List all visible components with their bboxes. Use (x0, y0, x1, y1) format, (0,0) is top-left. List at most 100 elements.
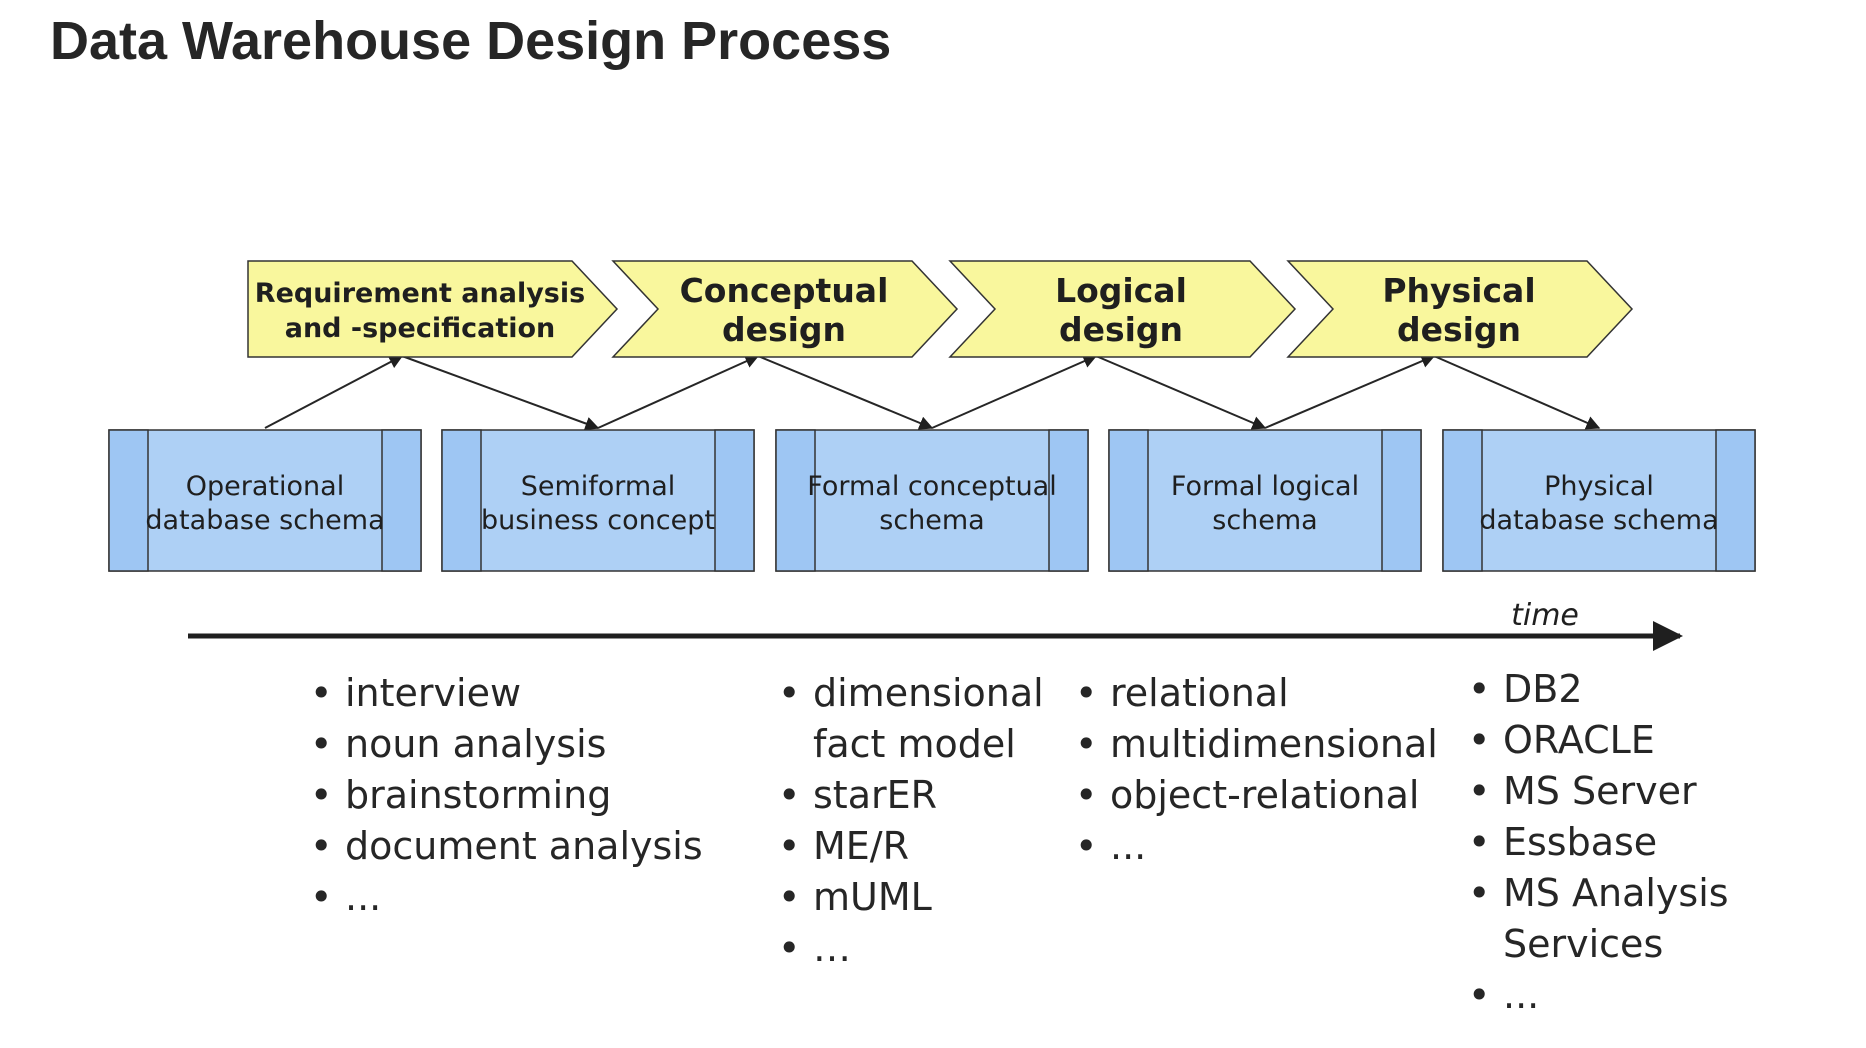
list-item: • object-relational (1075, 770, 1438, 821)
schema-band-left (441, 429, 482, 572)
bullet-icon: • (1075, 773, 1098, 817)
schema-band-left (775, 429, 816, 572)
list-item: •Essbase (1468, 817, 1729, 868)
bullet-icon: • (778, 824, 801, 868)
bullet-icon: • (1075, 671, 1098, 715)
phase-label-line: design (722, 310, 846, 349)
connector-formal-conceptual-to-logical (931, 354, 1098, 429)
schema-box (1108, 429, 1422, 572)
phase-logical-design: Logical design (948, 260, 1297, 358)
bullet-icon: • (1075, 824, 1098, 868)
list-item: •... (1468, 970, 1729, 1021)
schema-formal-logical-schema: Formal logical schema (1108, 429, 1422, 572)
connector-operational-to-requirement (264, 355, 404, 429)
list-item-text: ... (345, 875, 382, 919)
bullet-icon: • (310, 773, 333, 817)
bullet-icon: • (310, 671, 333, 715)
schema-label-line: Formal logical (1171, 471, 1359, 502)
schema-band-right (1715, 429, 1756, 572)
list-item-text: starER (813, 773, 938, 817)
bullet-icon: • (778, 671, 801, 715)
phase-label-line: Conceptual (680, 271, 889, 310)
schema-physical-database-schema: Physical database schema (1442, 429, 1756, 572)
schema-band-right (1381, 429, 1422, 572)
phase-conceptual-design: Conceptual design (611, 260, 959, 358)
schema-band-left (1108, 429, 1149, 572)
schema-band-left (108, 429, 149, 572)
phase-label-line: Physical (1382, 271, 1535, 310)
list-item: • mUML (778, 872, 1044, 923)
list-item-text: noun analysis (345, 722, 607, 766)
list-item-text: multidimensional (1110, 722, 1438, 766)
list-item: • MS Server (1468, 766, 1729, 817)
bullet-icon: • (310, 824, 333, 868)
schema-label-line: Formal conceptual (807, 471, 1056, 502)
schema-formal-conceptual-schema: Formal conceptual schema (775, 429, 1089, 572)
list-item: •ORACLE (1468, 715, 1729, 766)
list-item-text: interview (345, 671, 522, 715)
list-item: • starER (778, 770, 1044, 821)
schema-label-line: schema (879, 505, 984, 536)
bullet-icon: • (778, 926, 801, 970)
list-item-text: dimensional fact model (813, 671, 1044, 766)
schema-band-right (1048, 429, 1089, 572)
bullet-icon: • (1468, 769, 1491, 813)
schema-label-line: database schema (145, 505, 384, 536)
list-item: • dimensional fact model (778, 668, 1044, 770)
phase-label-line: design (1397, 310, 1521, 349)
bullet-icon: • (778, 875, 801, 919)
list-item: •... (310, 872, 703, 923)
list-item: •MS Analysis Services (1468, 868, 1729, 970)
list-item: •multidimensional (1075, 719, 1438, 770)
phase-physical-design: Physical design (1286, 260, 1634, 358)
list-item-text: object-relational (1110, 773, 1420, 817)
list-item-text: ME/R (813, 824, 910, 868)
connector-conceptual-to-formal-conceptual (757, 355, 934, 430)
list-item: •... (1075, 821, 1438, 872)
schema-label-line: business concept (481, 505, 715, 536)
schema-box (108, 429, 422, 572)
bullet-icon: • (1468, 667, 1491, 711)
list-item-text: DB2 (1503, 667, 1583, 711)
list-item-text: ... (1110, 824, 1147, 868)
phase-shape (247, 260, 619, 358)
bullet-icon: • (778, 773, 801, 817)
list-logical-models: •relational•multidimensional•object-rela… (1075, 668, 1438, 872)
schema-box (1442, 429, 1756, 572)
schema-label-line: Operational (186, 471, 344, 502)
list-item-text: document analysis (345, 824, 703, 868)
schema-band-right (714, 429, 755, 572)
schema-band-right (381, 429, 422, 572)
phase-shape (611, 260, 959, 358)
schema-band-left (1442, 429, 1483, 572)
list-item: •brainstorming (310, 770, 703, 821)
bullet-icon: • (1468, 718, 1491, 762)
list-item-text: MS Server (1503, 769, 1697, 813)
schema-label-line: Physical (1544, 471, 1654, 502)
phase-label-line: Requirement analysis (255, 278, 585, 309)
phase-label-line: design (1059, 310, 1183, 349)
list-item: • ME/R (778, 821, 1044, 872)
list-physical-systems: •DB2•ORACLE•MS Server•Essbase•MS Analysi… (1468, 664, 1729, 1021)
timeline-label: time (1511, 598, 1579, 633)
list-item: • interview (310, 668, 703, 719)
connector-requirement-to-semiformal (401, 355, 600, 431)
bullet-icon: • (310, 722, 333, 766)
list-item: • document analysis (310, 821, 703, 872)
phase-requirement-analysis: Requirement analysis and -specification (247, 260, 619, 358)
phase-label-line: Logical (1055, 271, 1187, 310)
list-item: • noun analysis (310, 719, 703, 770)
schema-label-line: database schema (1479, 505, 1718, 536)
bullet-icon: • (1468, 820, 1491, 864)
schema-label-line: Semiformal (521, 471, 676, 502)
list-item-text: … (813, 926, 851, 970)
schema-operational-database-schema: Operational database schema (108, 429, 422, 572)
bullet-icon: • (1468, 871, 1491, 915)
list-item-text: mUML (813, 875, 932, 919)
list-item: • DB2 (1468, 664, 1729, 715)
page-title: Data Warehouse Design Process (50, 11, 892, 71)
phase-shape (1286, 260, 1634, 358)
phase-label-line: and -specification (285, 313, 556, 344)
list-item-text: relational (1110, 671, 1289, 715)
